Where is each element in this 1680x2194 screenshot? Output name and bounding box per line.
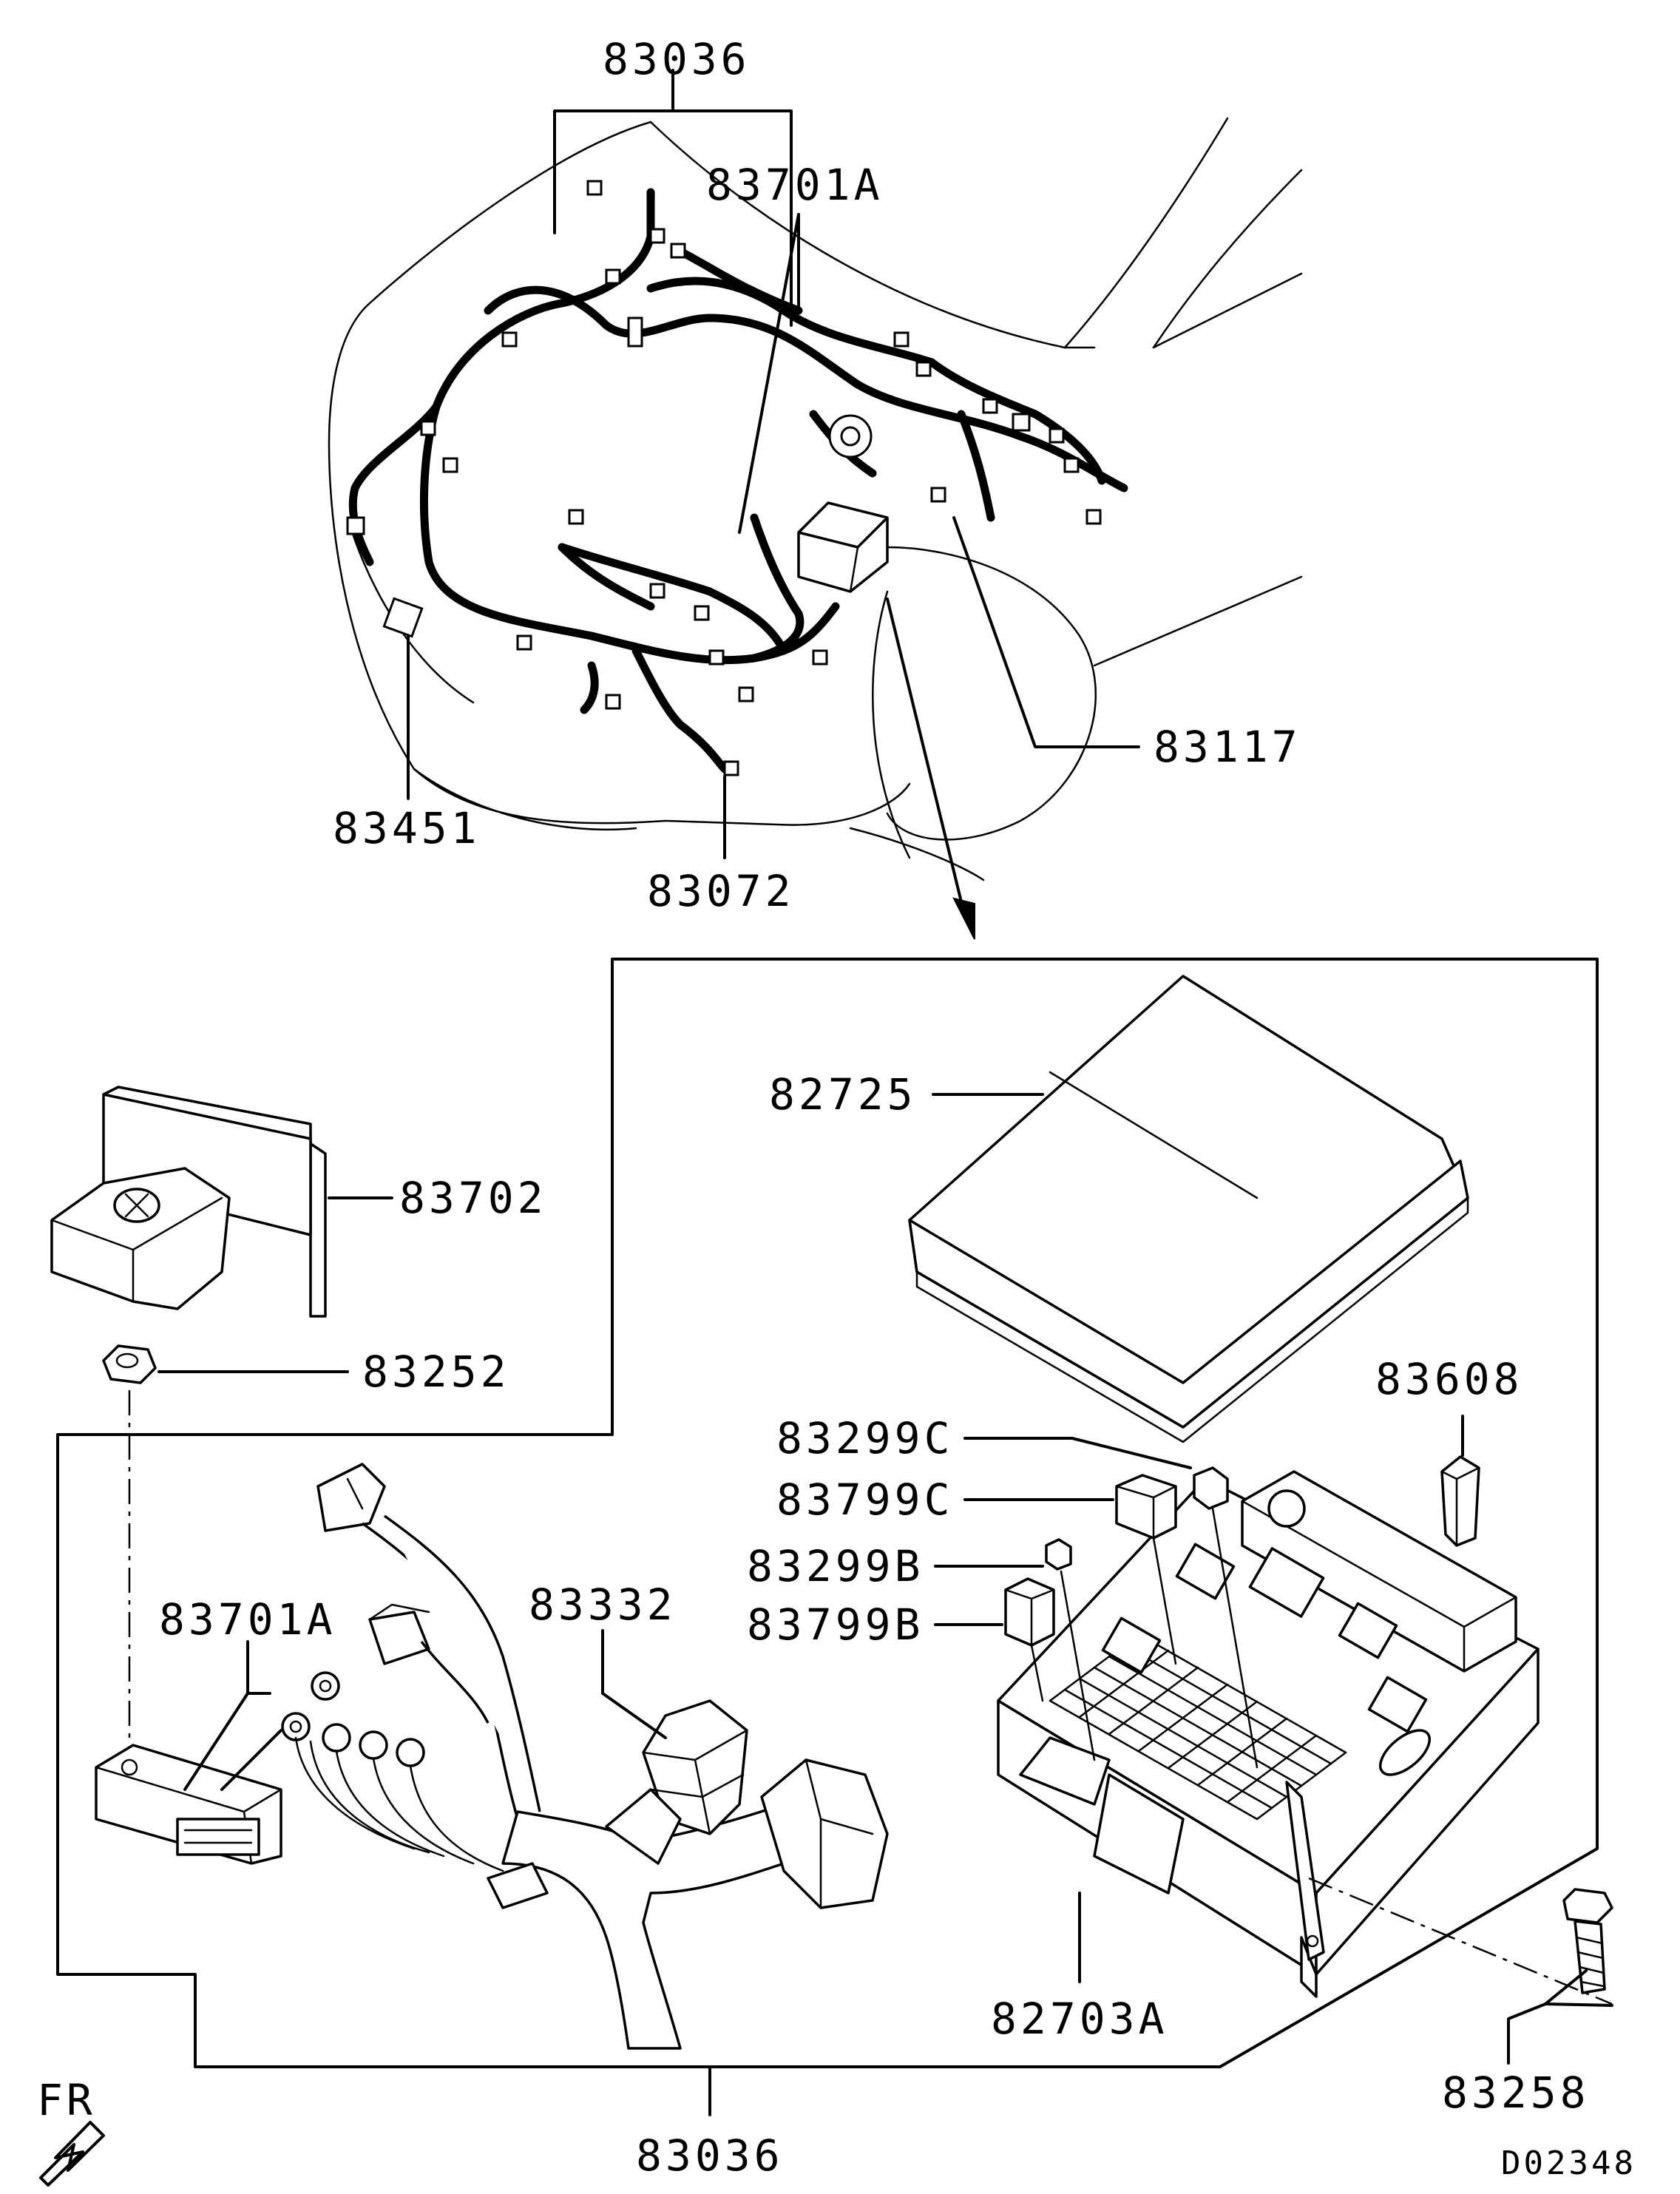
detail-arrow-head <box>952 897 975 940</box>
fuse-box-cover <box>908 975 1469 1443</box>
label-83332: 83332 <box>529 1580 677 1630</box>
label-83036-bottom: 83036 <box>636 2130 784 2181</box>
label-fr: FR <box>37 2075 96 2125</box>
leader-83258 <box>1507 2002 1547 2065</box>
nut-83252-part <box>102 1344 349 1745</box>
diagram-code: D02348 <box>1501 2144 1636 2182</box>
label-83608: 83608 <box>1375 1354 1523 1404</box>
fr-arrow-icon <box>39 2121 105 2187</box>
label-83299c: 83299C <box>776 1413 954 1463</box>
relay-83702-part <box>50 1086 393 1318</box>
label-83701a-top: 83701A <box>706 160 884 210</box>
vehicle-engine-bay-view <box>328 69 1303 940</box>
label-83799b: 83799B <box>747 1599 924 1650</box>
label-82703a: 82703A <box>991 1994 1168 2044</box>
label-82725: 82725 <box>769 1069 917 1120</box>
label-83702: 83702 <box>399 1173 547 1223</box>
fuse-box-82703a-part <box>997 1470 1540 1998</box>
label-83299b: 83299B <box>747 1541 924 1591</box>
small-parts <box>934 1415 1480 1769</box>
label-83258: 83258 <box>1442 2068 1590 2118</box>
leader-83117 <box>952 516 1140 748</box>
bracket-83701a-part <box>95 1640 282 1865</box>
leader-83332 <box>601 1629 667 1739</box>
label-83799c: 83799C <box>776 1474 954 1525</box>
bolt-83258-part <box>1308 1877 1613 2065</box>
label-83117: 83117 <box>1154 722 1301 772</box>
label-83072: 83072 <box>647 866 795 916</box>
grommet-83332-part <box>601 1629 748 1865</box>
label-83036-top: 83036 <box>603 34 751 84</box>
label-83701a-bottom: 83701A <box>159 1594 336 1645</box>
main-harness-83036 <box>281 1463 889 2116</box>
leader-83299c <box>963 1437 1192 1469</box>
detail-arrow-line <box>886 597 966 918</box>
label-83451: 83451 <box>333 803 481 853</box>
detail-frame <box>56 958 1599 2068</box>
fuse-grid <box>1049 1633 1347 1821</box>
label-83252: 83252 <box>362 1347 510 1397</box>
